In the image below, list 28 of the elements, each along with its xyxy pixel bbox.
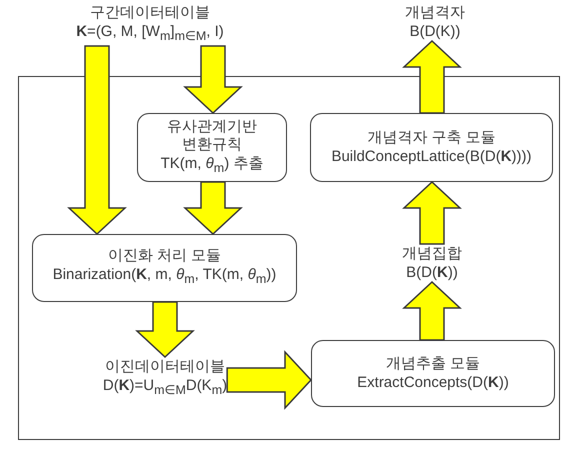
- rounded-box: [137, 113, 287, 182]
- outer-frame: [18, 76, 560, 440]
- block-arrow: [135, 301, 195, 358]
- block-arrow: [67, 45, 127, 236]
- formula: BuildConceptLattice(B(D(K)))): [331, 147, 532, 166]
- label-text: 구간데이터테이블: [89, 3, 211, 22]
- rounded-box: [310, 113, 553, 182]
- block-arrow: [402, 40, 462, 114]
- label-text: 개념격자: [405, 3, 465, 22]
- formula: Binarization(K, m, θ$_{m}$, TK(m, θ$_{m}$)): [52, 265, 276, 288]
- box-title: 개념추출 모듈: [386, 355, 480, 373]
- formula: B(D(K)): [408, 22, 462, 41]
- block-arrow: [183, 45, 243, 114]
- rounded-box: [311, 340, 555, 407]
- box-title: 개념격자 구축 모듈: [367, 129, 496, 147]
- formula: ExtractConcepts(D(K)): [357, 373, 509, 392]
- block-arrow: [402, 180, 462, 245]
- formula: K=(G, M, [W$_{m}$]$_{m∈M}$, I): [76, 22, 224, 45]
- block-arrow: [183, 181, 243, 236]
- label-text: 개념집합: [402, 244, 462, 263]
- formula: B(D(K)): [405, 263, 459, 282]
- box-title: 이진화 처리 모듈: [108, 247, 222, 265]
- formula: D(K)=U$_{m∈M}$D(K$_{m}$): [102, 376, 228, 399]
- rounded-box: [32, 234, 297, 302]
- label-text: 이진데이터테이블: [104, 357, 226, 376]
- formula: TK(m, θ$_{m}$) 추출: [160, 154, 264, 176]
- block-arrow: [226, 350, 312, 410]
- block-arrow: [402, 280, 462, 341]
